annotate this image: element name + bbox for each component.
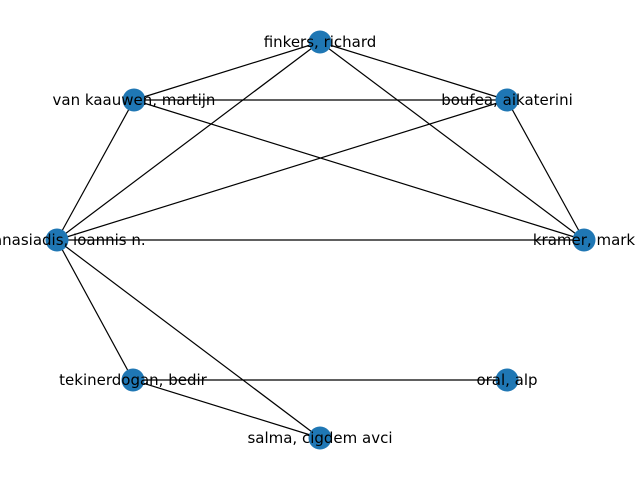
node-layer [45, 30, 596, 450]
edge-finkers-vankaauwen [133, 41, 321, 101]
node-label-boufea: boufea, aikaterini [441, 91, 573, 109]
node-boufea [495, 88, 519, 112]
node-label-vankaauwen: van kaauwen, martijn [53, 91, 216, 109]
edge-vankaauwen-athanasiadis [56, 99, 135, 241]
edge-finkers-kramer [319, 41, 585, 241]
edge-vankaauwen-kramer [133, 99, 585, 241]
node-label-athanasiadis: athanasiadis, ioannis n. [0, 231, 146, 249]
edge-tekinerdogan-salma [132, 379, 321, 439]
node-vankaauwen [122, 88, 146, 112]
node-label-salma: salma, cigdem avci [247, 429, 392, 447]
edge-athanasiadis-tekinerdogan [56, 239, 134, 381]
node-athanasiadis [45, 228, 69, 252]
edge-boufea-athanasiadis [56, 99, 508, 241]
node-salma [308, 426, 332, 450]
edge-boufea-kramer [506, 99, 585, 241]
node-oral [495, 368, 519, 392]
edge-finkers-athanasiadis [56, 41, 321, 241]
edge-finkers-boufea [319, 41, 508, 101]
node-finkers [308, 30, 332, 54]
node-label-oral: oral, alp [476, 371, 537, 389]
node-tekinerdogan [121, 368, 145, 392]
label-layer: finkers, richard van kaauwen, martijn bouf… [0, 33, 635, 447]
node-label-tekinerdogan: tekinerdogan, bedir [59, 371, 207, 389]
node-kramer [572, 228, 596, 252]
edge-layer [56, 41, 585, 439]
edge-athanasiadis-salma [56, 239, 321, 439]
node-label-kramer: kramer, mark [533, 231, 636, 249]
node-label-finkers: finkers, richard [264, 33, 377, 51]
